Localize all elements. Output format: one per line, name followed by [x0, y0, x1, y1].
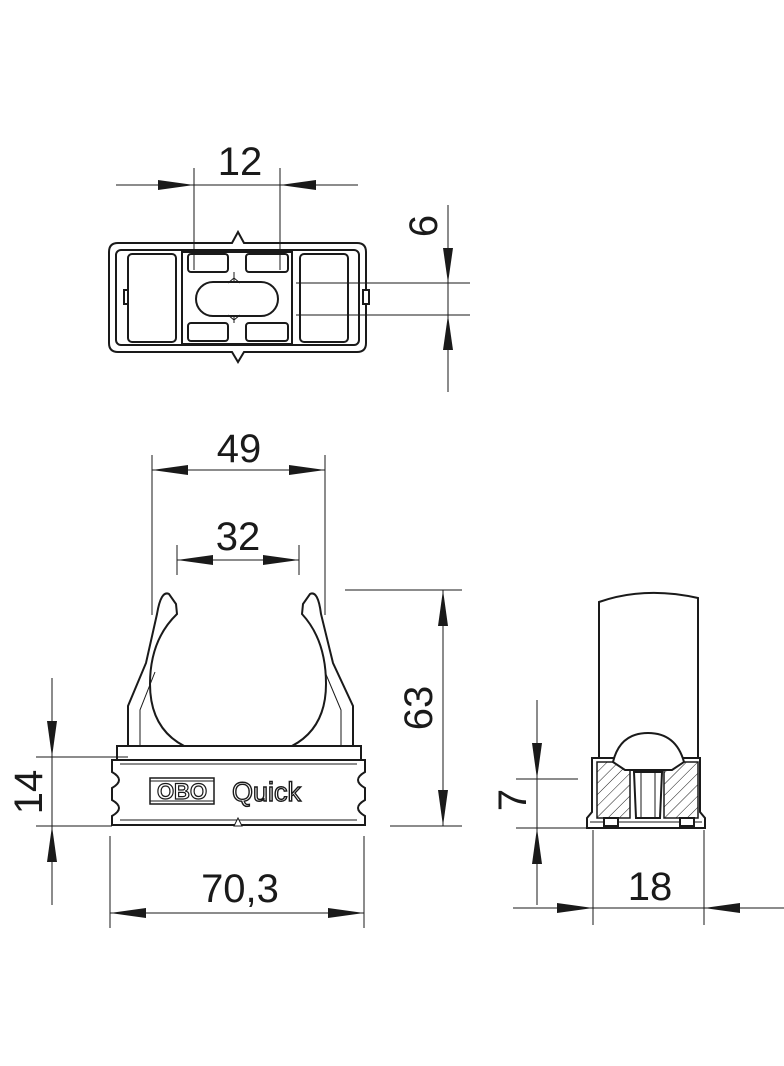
dim-side-width: 18 — [513, 830, 784, 925]
dim-side-height: 7 — [491, 700, 590, 905]
dim-label-7: 7 — [491, 789, 535, 811]
logo-product: Quick — [232, 777, 302, 807]
top-slot-left — [127, 253, 177, 343]
top-oval-slot — [195, 281, 279, 317]
clip-base — [111, 759, 366, 826]
dim-label-49: 49 — [217, 427, 262, 471]
clip-body — [127, 592, 354, 760]
side-view — [586, 591, 706, 829]
dim-inner-width: 32 — [176, 515, 300, 575]
dim-label-63: 63 — [397, 686, 441, 731]
dim-base-height: 14 — [7, 678, 128, 905]
top-view — [108, 229, 370, 364]
logo-brand: OBO — [157, 779, 207, 804]
front-view: OBO Quick — [111, 592, 366, 827]
dim-height: 63 — [345, 589, 462, 827]
dim-outer-width: 49 — [151, 427, 326, 615]
dim-label-12: 12 — [218, 140, 263, 184]
dim-label-18: 18 — [628, 865, 673, 909]
dim-label-70-3: 70,3 — [201, 867, 279, 911]
top-slot-right — [299, 253, 349, 343]
dim-label-32: 32 — [216, 515, 261, 559]
dim-base-width: 70,3 — [109, 836, 365, 928]
clip-base-top — [116, 745, 362, 761]
dim-top-width: 12 — [116, 140, 358, 270]
dim-label-6: 6 — [402, 215, 446, 237]
obo-quick-logo: OBO Quick — [149, 776, 302, 808]
dim-top-height: 6 — [296, 205, 470, 392]
side-arm — [598, 591, 699, 759]
dim-label-14: 14 — [7, 770, 51, 815]
